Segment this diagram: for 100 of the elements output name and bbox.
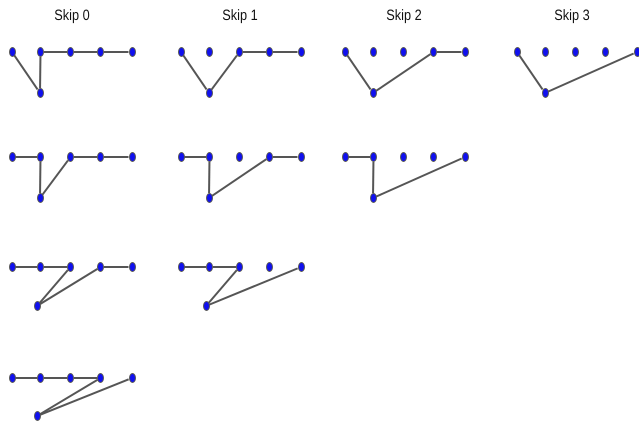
graph-node <box>370 47 377 57</box>
graph-node <box>370 193 376 203</box>
graph-node <box>342 152 348 162</box>
graph-node <box>37 373 44 383</box>
graph-node <box>128 373 136 383</box>
connector-line <box>39 56 42 88</box>
graph-node <box>206 152 213 162</box>
graph-node <box>37 262 44 272</box>
connector-line <box>346 55 372 90</box>
graph-node <box>206 47 213 57</box>
graph-node <box>202 301 210 311</box>
graph-node <box>236 262 243 272</box>
connector-line <box>104 266 128 268</box>
graph-node <box>36 193 44 203</box>
connector-line <box>182 55 208 90</box>
connector-line <box>14 55 38 90</box>
graph-node <box>542 88 548 98</box>
connector-line <box>16 377 37 379</box>
graph-node <box>400 47 407 57</box>
connector-line <box>348 156 370 158</box>
graph-node <box>67 152 74 162</box>
connector-line <box>372 162 374 194</box>
graph-node <box>370 88 376 98</box>
connector-line <box>16 266 37 268</box>
graph-node <box>542 47 549 57</box>
graph-node <box>67 262 74 272</box>
graph-node <box>298 47 304 57</box>
connector-line <box>212 158 267 197</box>
connector-line <box>184 266 206 268</box>
connector-line <box>74 377 97 379</box>
connector-line <box>548 52 634 92</box>
graph-node <box>97 47 104 57</box>
connector-line <box>208 162 210 194</box>
graph-node <box>400 152 407 162</box>
connector-line <box>213 266 236 268</box>
connector-line <box>104 156 128 158</box>
graph-node <box>462 152 468 162</box>
graph-node <box>206 262 213 272</box>
graph-node <box>97 152 104 162</box>
graph-node <box>97 262 104 272</box>
connector-line <box>44 51 67 53</box>
connector-line <box>40 268 98 305</box>
column-heading: Skip 2 <box>386 7 422 24</box>
connector-line <box>16 156 37 158</box>
graph-node <box>236 152 243 162</box>
graph-node <box>178 47 184 57</box>
graph-node <box>67 373 74 383</box>
graph-node <box>602 47 609 57</box>
graph-node <box>266 47 273 57</box>
connector-line <box>208 270 238 304</box>
graph-node <box>128 262 136 272</box>
graph-node <box>67 47 74 57</box>
column-heading: Skip 0 <box>54 7 90 24</box>
graph-node <box>634 47 639 57</box>
graph-node <box>8 47 16 57</box>
graph-node <box>430 47 437 57</box>
column-heading: Skip 3 <box>554 7 590 24</box>
graph-node <box>430 152 437 162</box>
graph-node <box>128 152 136 162</box>
graph-node <box>206 88 212 98</box>
graph-node <box>97 373 104 383</box>
graph-node <box>37 152 44 162</box>
graph-node <box>370 152 377 162</box>
connector-line <box>208 267 298 306</box>
connector-line <box>74 51 97 53</box>
connector-line <box>44 377 67 379</box>
graph-node <box>34 301 40 311</box>
graph-node <box>128 47 136 57</box>
connector-line <box>44 266 67 268</box>
graph-node <box>266 152 273 162</box>
connector-line <box>39 162 42 194</box>
graph-node <box>178 152 184 162</box>
connector-line <box>518 55 544 90</box>
graph-node <box>462 47 468 57</box>
graph-node <box>8 152 16 162</box>
connector-line <box>42 160 69 196</box>
connector-line <box>437 51 462 53</box>
connector-line <box>273 156 298 158</box>
graph-node <box>298 152 304 162</box>
graph-node <box>514 47 520 57</box>
graph-node <box>178 262 184 272</box>
graph-node <box>236 47 243 57</box>
connector-line <box>104 51 128 53</box>
graph-node <box>8 262 16 272</box>
connector-line <box>210 54 238 90</box>
connector-line <box>184 156 206 158</box>
connector-line <box>40 379 98 415</box>
graph-node <box>572 47 579 57</box>
connector-line <box>38 270 69 304</box>
column-heading: Skip 1 <box>222 7 258 24</box>
connector-line <box>243 51 266 53</box>
graph-node <box>36 88 44 98</box>
graph-node <box>37 47 44 57</box>
connector-line <box>40 378 129 416</box>
graph-node <box>298 262 304 272</box>
graph-node <box>342 47 348 57</box>
connector-line <box>74 156 97 158</box>
connector-line <box>376 158 462 198</box>
graph-node <box>8 373 16 383</box>
connector-line <box>376 53 431 92</box>
